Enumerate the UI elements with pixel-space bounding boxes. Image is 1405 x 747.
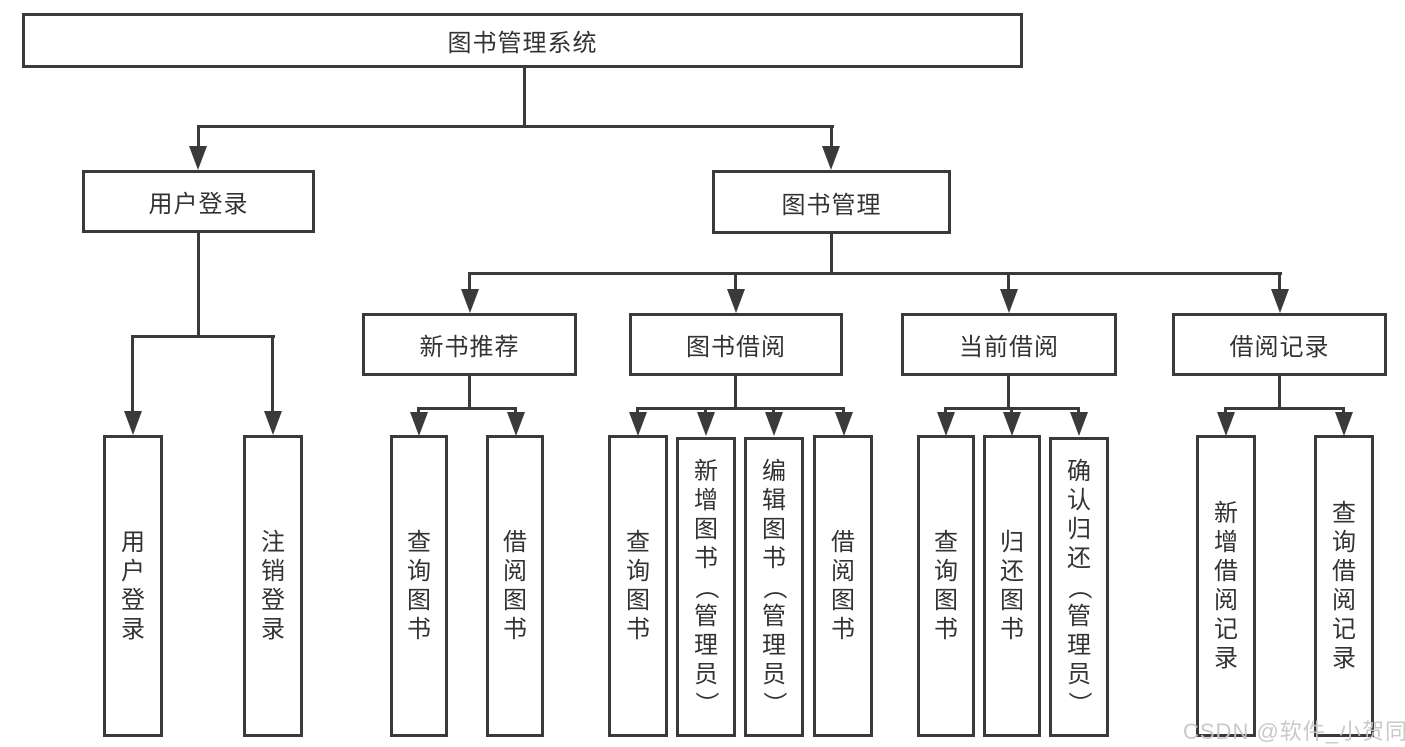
connector-drop: [514, 407, 517, 415]
connector-root-stub: [523, 68, 526, 128]
node-root: 图书管理系统: [22, 13, 1023, 68]
connector-records-rail: [1224, 407, 1345, 410]
connector-drop: [842, 407, 845, 415]
connector-drop: [636, 407, 639, 415]
leaf-edit-books-admin: 编辑图书（管理员）: [744, 437, 804, 737]
arrow-down-icon: [189, 146, 207, 170]
connector-user-login-rail: [131, 335, 275, 338]
leaf-add-borrow-record: 新增借阅记录: [1196, 435, 1256, 737]
leaf-user-login: 用户登录: [103, 435, 163, 737]
connector-borrow-rail: [636, 407, 845, 410]
leaf-logout: 注销登录: [243, 435, 303, 737]
connector-drop: [1010, 407, 1013, 415]
node-book-borrow: 图书借阅: [629, 313, 843, 376]
arrow-down-icon: [1335, 412, 1353, 436]
connector-book-mgmt-stub: [830, 234, 833, 275]
connector-drop: [1224, 407, 1227, 415]
arrow-down-icon: [1070, 412, 1088, 436]
connector-drop: [704, 407, 707, 415]
arrow-down-icon: [822, 146, 840, 170]
leaf-query-books-recommend: 查询图书: [390, 435, 448, 737]
arrow-down-icon: [124, 411, 142, 435]
connector-newbook-rail: [417, 407, 517, 410]
leaf-query-books-borrow: 查询图书: [608, 435, 668, 737]
connector-logout-drop: [271, 335, 274, 413]
connector-records-stub: [1278, 376, 1281, 410]
leaf-add-books-admin: 新增图书（管理员）: [676, 437, 736, 737]
leaf-query-books-current: 查询图书: [917, 435, 975, 737]
connector-level2-rail: [197, 125, 834, 128]
leaf-borrow-books: 借阅图书: [813, 435, 873, 737]
arrow-down-icon: [410, 412, 428, 436]
connector-drop: [1342, 407, 1345, 415]
arrow-down-icon: [835, 412, 853, 436]
arrow-down-icon: [765, 412, 783, 436]
arrow-down-icon: [461, 289, 479, 313]
connector-drop: [1077, 407, 1080, 415]
connector-drop: [944, 407, 947, 415]
connector-drop: [417, 407, 420, 415]
connector-records-drop: [1278, 272, 1281, 292]
connector-user-login-drop: [197, 125, 200, 148]
arrow-down-icon: [727, 289, 745, 313]
arrow-down-icon: [1000, 289, 1018, 313]
arrow-down-icon: [264, 411, 282, 435]
node-user-login: 用户登录: [82, 170, 315, 233]
leaf-borrow-books-recommend: 借阅图书: [486, 435, 544, 737]
leaf-query-borrow-record: 查询借阅记录: [1314, 435, 1374, 737]
arrow-down-icon: [507, 412, 525, 436]
node-borrow-records: 借阅记录: [1172, 313, 1387, 376]
arrow-down-icon: [1003, 412, 1021, 436]
arrow-down-icon: [1271, 289, 1289, 313]
connector-login-drop: [131, 335, 134, 413]
connector-drop: [772, 407, 775, 415]
arrow-down-icon: [629, 412, 647, 436]
leaf-return-books: 归还图书: [983, 435, 1041, 737]
node-current-borrow: 当前借阅: [901, 313, 1117, 376]
node-new-book-recommend: 新书推荐: [362, 313, 577, 376]
connector-user-login-stub: [197, 233, 200, 338]
connector-current-drop: [1007, 272, 1010, 292]
connector-current-stub: [1007, 376, 1010, 410]
leaf-confirm-return-admin: 确认归还（管理员）: [1049, 437, 1109, 737]
arrow-down-icon: [937, 412, 955, 436]
connector-borrow-drop: [734, 272, 737, 292]
connector-level3-rail: [468, 272, 1282, 275]
node-book-management: 图书管理: [712, 170, 951, 234]
connector-book-mgmt-drop: [830, 125, 833, 148]
connector-newbook-stub: [468, 376, 471, 410]
arrow-down-icon: [697, 412, 715, 436]
connector-newbook-drop: [468, 272, 471, 292]
connector-borrow-stub: [734, 376, 737, 410]
csdn-watermark: CSDN @软件_小贺同学: [1183, 719, 1405, 744]
arrow-down-icon: [1217, 412, 1235, 436]
